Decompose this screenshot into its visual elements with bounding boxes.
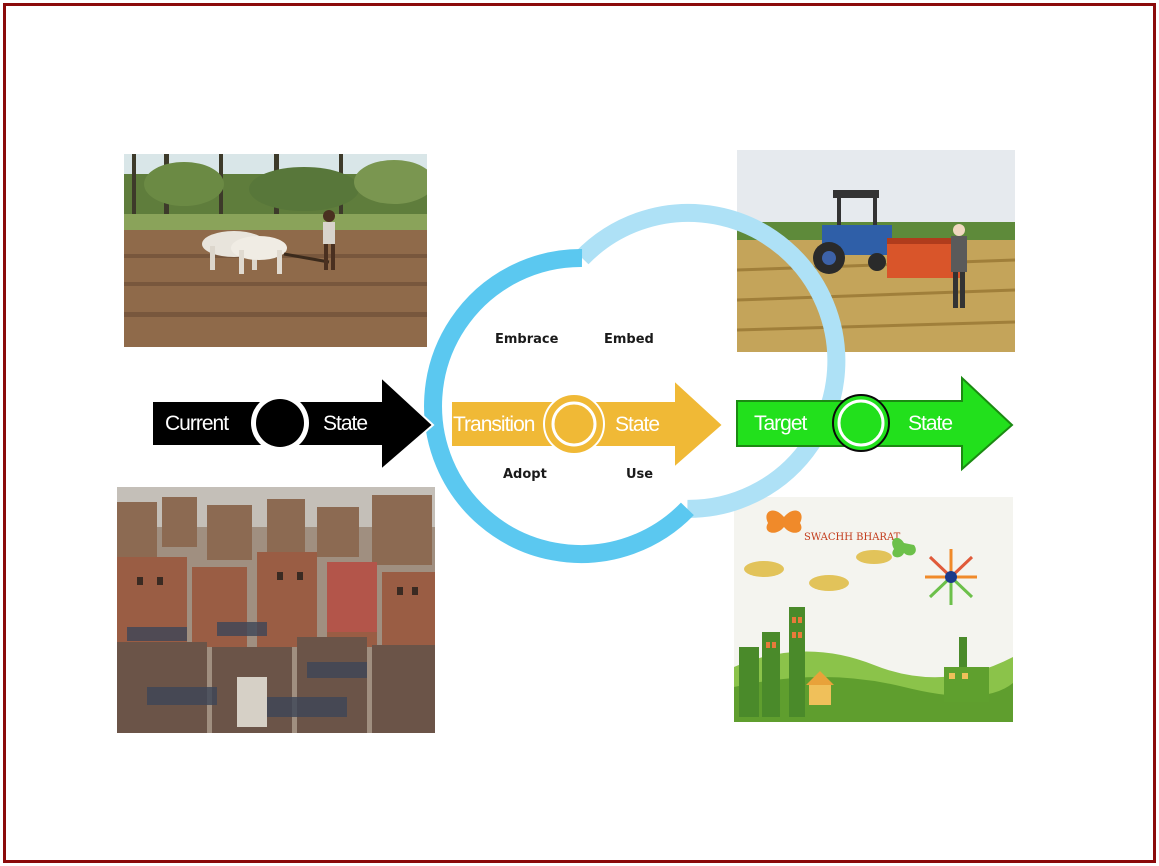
brand-text: SWACHH BHARAT xyxy=(804,532,901,543)
transition-state-word2: State xyxy=(615,413,659,436)
transition-state-word1: Transition xyxy=(453,413,535,436)
cycle-label-use: Use xyxy=(626,467,653,482)
current-state-word2: State xyxy=(323,412,367,435)
photo-dense-city xyxy=(117,487,435,733)
target-state-arrow: Target State xyxy=(736,375,1014,472)
ring-segment-dark xyxy=(424,248,694,563)
butterfly-green-icon xyxy=(892,537,916,558)
cycle-label-adopt: Adopt xyxy=(503,467,547,482)
transition-state-node xyxy=(551,401,597,447)
transition-state-arrow: Transition State xyxy=(450,377,725,471)
target-state-word2: State xyxy=(908,412,952,435)
cycle-label-embrace: Embrace xyxy=(495,332,559,347)
cycle-label-embed: Embed xyxy=(604,332,654,347)
target-state-word1: Target xyxy=(754,412,808,435)
current-state-word1: Current xyxy=(165,412,229,435)
current-state-node xyxy=(256,399,304,447)
target-state-node xyxy=(837,399,885,447)
ring-segment-light xyxy=(575,203,846,518)
photo-swachh-bharat: SWACHH BHARAT xyxy=(734,497,1013,722)
current-state-arrow: Current State xyxy=(151,374,435,473)
butterfly-orange-icon xyxy=(766,510,802,533)
photo-ox-plough xyxy=(124,154,427,347)
